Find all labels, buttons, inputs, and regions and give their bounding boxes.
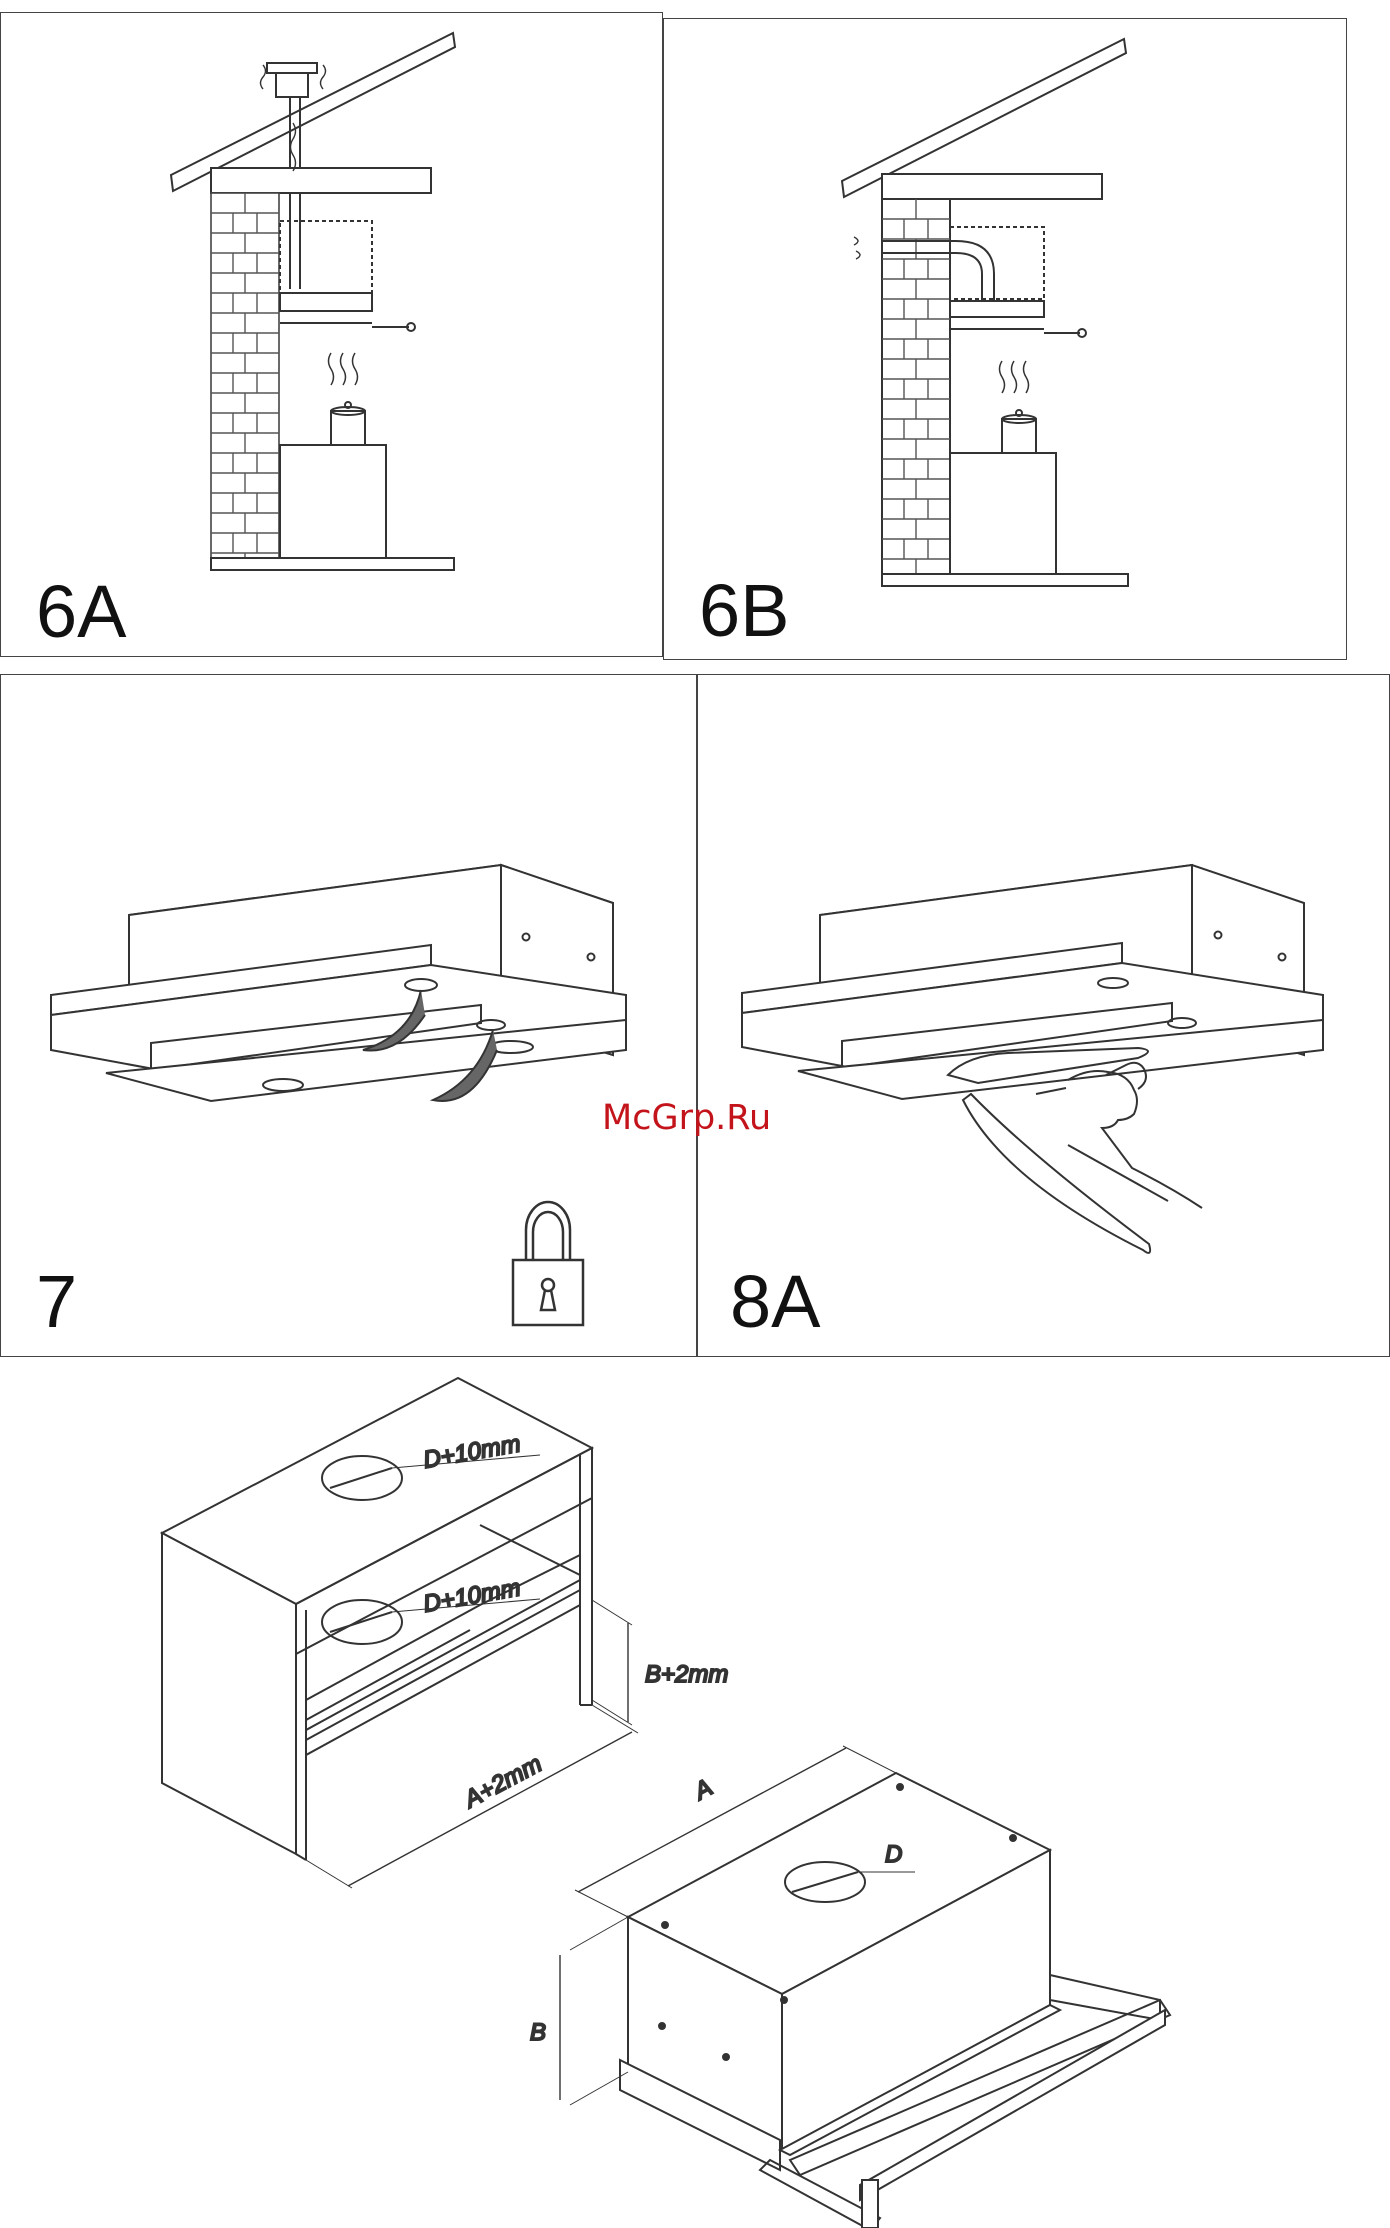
dim-cab-width: A+2mm	[458, 1750, 546, 1814]
panel-7: 7	[0, 674, 697, 1357]
screwdriver-icon	[963, 1094, 1150, 1253]
panel-6b-label: 6B	[699, 574, 790, 648]
panel-7-label: 7	[36, 1265, 77, 1339]
pot-icon	[1000, 361, 1037, 453]
diagram-6b	[664, 19, 1348, 661]
pot-icon	[329, 353, 366, 445]
panel-6b: 6B	[663, 18, 1347, 660]
diagram-7	[1, 675, 698, 1358]
dim-hood-height: B	[530, 2019, 546, 2046]
dim-hood-width: A	[688, 1774, 717, 1806]
panel-8a: 8A	[697, 674, 1390, 1357]
panel-6a: 6A	[0, 12, 663, 657]
diagram-8a	[698, 675, 1390, 1358]
watermark: McGrp.Ru	[602, 1098, 771, 1138]
dim-hood-hole: D	[885, 1841, 902, 1868]
panel-6a-label: 6A	[36, 575, 127, 649]
lock-icon	[513, 1202, 583, 1325]
panel-8a-label: 8A	[730, 1265, 821, 1339]
diagram-6a	[1, 13, 664, 658]
installation-diagram: D+10mm D+10mm B+2mm A+2mm A D	[0, 1360, 1390, 2228]
dim-cab-height: B+2mm	[645, 1661, 728, 1688]
cabinet	[162, 1378, 592, 1860]
